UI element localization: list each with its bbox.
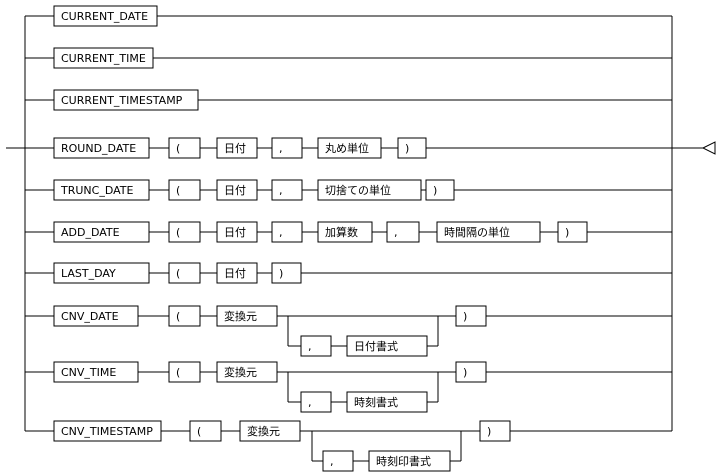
cnv-date-row-item-1-box	[168, 305, 201, 327]
add-date-row-item-3-box	[271, 221, 303, 243]
cnv-timestamp-row-optional-1-label: 時刻印書式	[376, 454, 431, 468]
round-date-row-item-1-label: (	[176, 142, 180, 155]
cnv-timestamp-row-item-1-box	[189, 420, 222, 442]
cnv-date-row-item-1-label: (	[176, 310, 180, 323]
round-date-row-item-2-label: 日付	[224, 142, 246, 155]
add-date-row-item-5-box	[386, 221, 420, 243]
cnv-timestamp-row-item-0-label: CNV_TIMESTAMP	[61, 425, 153, 438]
cnv-time-row-item-3-box	[455, 361, 487, 383]
cnv-date-row-optional-0-box	[300, 335, 332, 357]
add-date-row-item-1-box	[168, 221, 201, 243]
cnv-timestamp-row-optional-0-label: ,	[330, 455, 334, 468]
add-date-row-item-0-label: ADD_DATE	[61, 226, 120, 239]
cnv-time-row-item-1-box	[168, 361, 201, 383]
cnv-date-row-optional-1-label: 日付書式	[354, 339, 398, 353]
last-day-row-item-1-box	[168, 262, 201, 284]
cnv-date-row-item-3-label: )	[463, 310, 467, 323]
trunc-date-row-item-3-box	[271, 179, 303, 201]
last-day-row-item-1-label: (	[176, 267, 180, 280]
trunc-date-row-item-5-label: )	[433, 184, 437, 197]
add-date-row-item-3-label: ,	[279, 226, 283, 239]
trunc-date-row-item-4-label: 切捨ての単位	[325, 183, 391, 197]
cnv-timestamp-row-item-1-label: (	[197, 425, 201, 438]
round-date-row-item-5-label: )	[405, 142, 409, 155]
add-date-row-item-6-label: 時間隔の単位	[444, 225, 510, 239]
trunc-date-row-item-1-box	[168, 179, 201, 201]
trunc-date-row-item-2-label: 日付	[224, 184, 246, 197]
cnv-date-row-item-3-box	[455, 305, 487, 327]
cnv-time-row-item-0-label: CNV_TIME	[61, 366, 116, 379]
cnv-time-row-optional-0-box	[300, 391, 332, 413]
round-date-row-item-3-label: ,	[279, 142, 283, 155]
cnv-timestamp-row-item-3-box	[479, 420, 511, 442]
cnv-time-row-item-2-label: 変換元	[224, 365, 257, 379]
round-date-row-item-0-label: ROUND_DATE	[61, 142, 136, 155]
cnv-time-row-optional-0-label: ,	[308, 396, 312, 409]
round-date-row-item-4-label: 丸め単位	[325, 141, 369, 155]
round-date-row-item-5-box	[397, 137, 427, 159]
round-date-row-item-1-box	[168, 137, 201, 159]
last-day-row-item-3-box	[271, 262, 302, 284]
cnv-date-row-optional-0-label: ,	[308, 340, 312, 353]
cnv-date-row-item-2-label: 変換元	[224, 309, 257, 323]
cnv-timestamp-row-item-2-label: 変換元	[247, 424, 280, 438]
add-date-row-item-5-label: ,	[394, 226, 398, 239]
cnv-timestamp-row-item-3-label: )	[487, 425, 491, 438]
trunc-date-row-item-1-label: (	[176, 184, 180, 197]
add-date-row-item-7-box	[557, 221, 588, 243]
current-date-row-item-0-label: CURRENT_DATE	[61, 10, 148, 23]
current-timestamp-row-item-0-label: CURRENT_TIMESTAMP	[61, 94, 183, 107]
end-arrow-icon	[701, 141, 716, 155]
cnv-timestamp-row-optional-0-box	[322, 450, 354, 472]
add-date-row-item-1-label: (	[176, 226, 180, 239]
add-date-row-item-2-label: 日付	[224, 226, 246, 239]
cnv-time-row-item-1-label: (	[176, 366, 180, 379]
trunc-date-row-item-0-label: TRUNC_DATE	[60, 184, 133, 197]
cnv-time-row-item-3-label: )	[463, 366, 467, 379]
cnv-date-row-item-0-label: CNV_DATE	[61, 310, 119, 323]
last-day-row-item-0-label: LAST_DAY	[61, 267, 116, 280]
last-day-row-item-3-label: )	[279, 267, 283, 280]
add-date-row-item-7-label: )	[565, 226, 569, 239]
last-day-row-item-2-label: 日付	[224, 267, 246, 280]
current-time-row-item-0-label: CURRENT_TIME	[61, 52, 146, 65]
round-date-row-item-3-box	[271, 137, 303, 159]
trunc-date-row-item-3-label: ,	[279, 184, 283, 197]
trunc-date-row-item-5-box	[425, 179, 455, 201]
add-date-row-item-4-label: 加算数	[325, 225, 358, 239]
cnv-time-row-optional-1-label: 時刻書式	[354, 395, 398, 409]
